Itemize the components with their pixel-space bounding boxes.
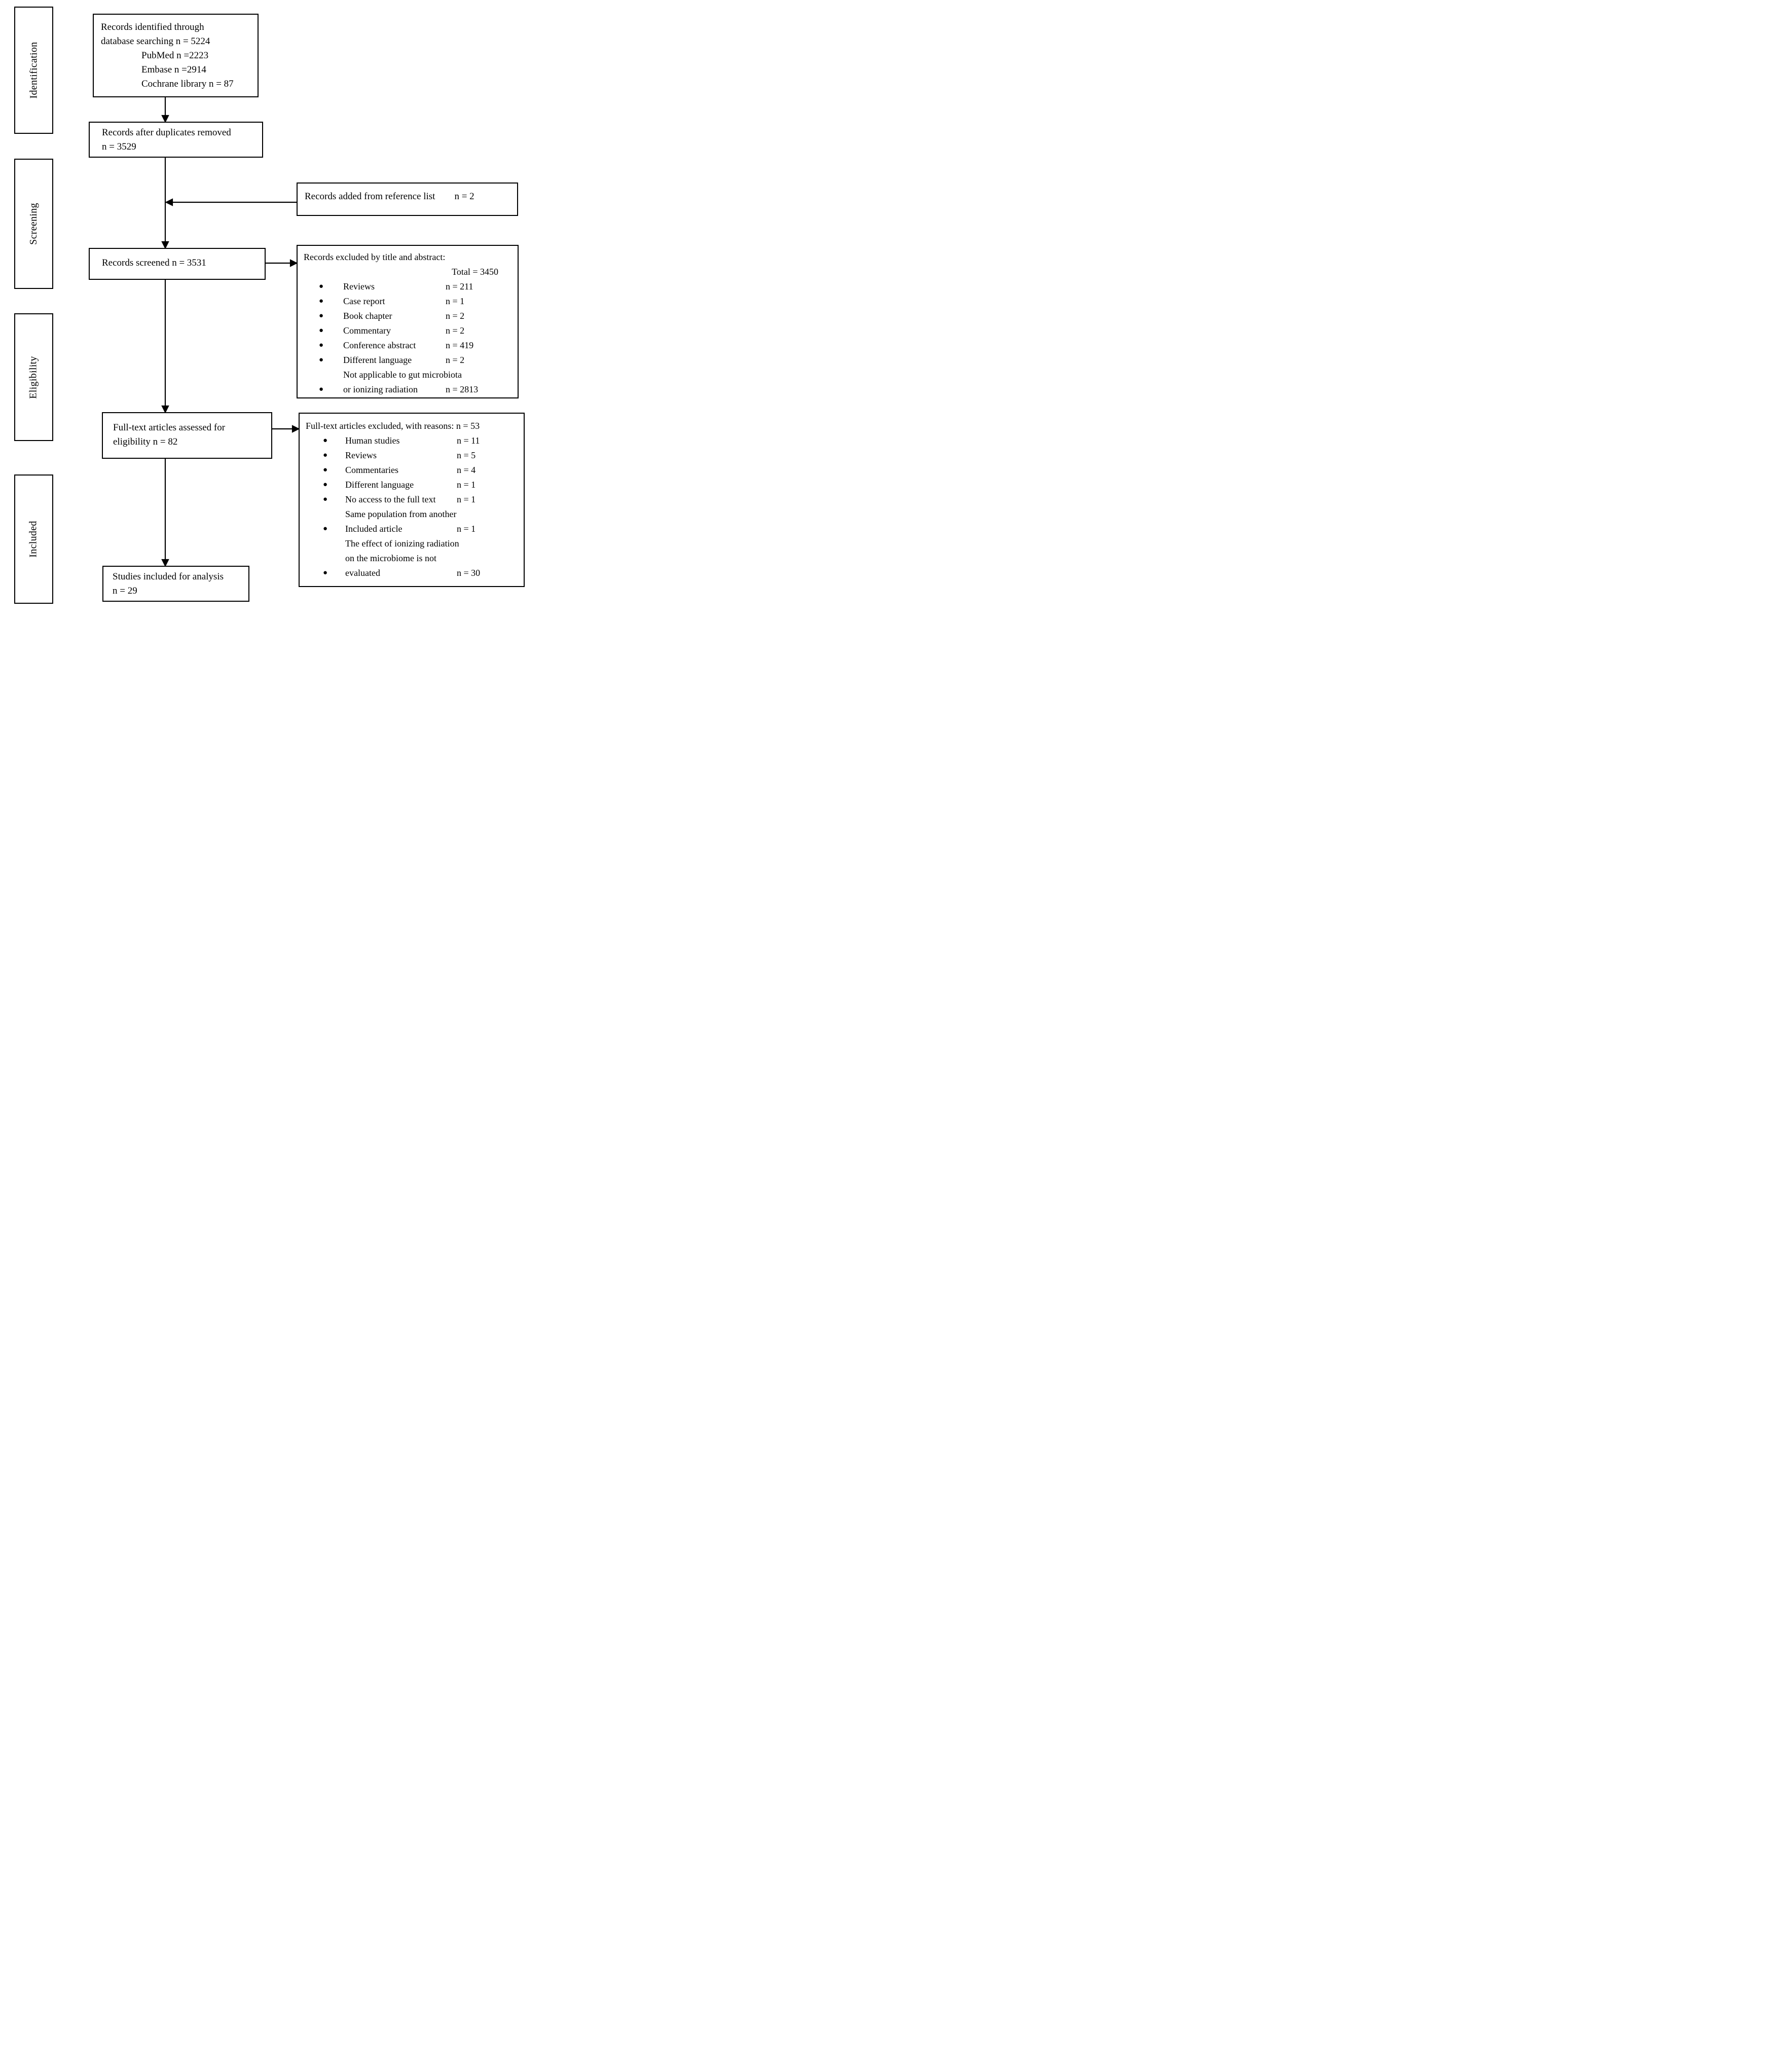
studies-included-box: Studies included for analysis n = 29 (102, 566, 249, 602)
bullet-icon: ● (323, 569, 328, 577)
bullet-icon: ● (323, 495, 328, 503)
arrowhead-excluded2 (291, 425, 300, 433)
item-value: n = 30 (457, 568, 481, 578)
item-value: n = 5 (457, 450, 476, 460)
records-identified-pubmed: PubMed n =2223 (141, 50, 209, 61)
arrowhead-included-studies (161, 559, 169, 567)
item-value: n = 2 (446, 355, 465, 365)
fulltext-line2: eligibility n = 82 (113, 436, 178, 447)
records-identified-cochrane: Cochrane library n = 87 (141, 79, 234, 89)
exclusion-item-row: ● Commentaries n = 4 (306, 463, 518, 478)
stage-label-text: Identification (28, 42, 39, 99)
item-label: Case report (343, 296, 385, 306)
arrowhead-duplicates (161, 115, 169, 123)
arrowhead-excluded1 (289, 259, 298, 267)
records-added-reference-box: Records added from reference list n = 2 (297, 182, 518, 216)
bullet-icon: ● (319, 312, 324, 320)
item-label: Conference abstract (343, 340, 416, 350)
stage-label-text: Included (28, 521, 39, 558)
exclusion-item-row: ● Case report n = 1 (304, 294, 511, 309)
item-label: No access to the full text (345, 494, 436, 504)
reference-count: n = 2 (454, 191, 474, 202)
item-label: Reviews (343, 281, 375, 291)
item-label: Different language (343, 355, 412, 365)
arrowhead-fulltext (161, 405, 169, 414)
item-value: n = 419 (446, 340, 474, 350)
reference-label: Records added from reference list (305, 191, 435, 202)
excluded-title-abstract-header: Records excluded by title and abstract: (304, 252, 446, 262)
item-value: n = 1 (457, 494, 476, 504)
item-value: n = 211 (446, 281, 473, 291)
exclusion-item-row: ● Different language n = 2 (304, 353, 511, 368)
bullet-icon: ● (323, 481, 328, 489)
exclusion-item-row: ● Conference abstract n = 419 (304, 338, 511, 353)
item-value: n = 2 (446, 311, 465, 321)
excluded-fulltext-box: Full-text articles excluded, with reason… (299, 413, 525, 587)
bullet-icon: ● (323, 436, 328, 445)
item-label: Book chapter (343, 311, 392, 321)
item-label: Commentaries (345, 465, 398, 475)
duplicates-count: n = 3529 (102, 141, 136, 152)
item-value: n = 2 (446, 325, 465, 336)
excluded-title-abstract-total: Total = 3450 (452, 267, 498, 277)
included-count: n = 29 (113, 586, 137, 596)
item-value: n = 4 (457, 465, 476, 475)
item-label: Human studies (345, 435, 400, 446)
item-value: n = 1 (457, 480, 476, 490)
records-identified-line2: database searching n = 5224 (101, 36, 210, 47)
stage-label-text: Eligibility (28, 355, 40, 399)
item-label: Reviews (345, 450, 377, 460)
bullet-icon: ● (323, 451, 328, 459)
item-value: n = 1 (457, 524, 476, 534)
records-identified-line1: Records identified through (101, 22, 204, 32)
stage-label-screening: Screening (14, 159, 53, 289)
bullet-icon: ● (319, 385, 324, 393)
bullet-icon: ● (323, 525, 328, 533)
exclusion-item-row: ● Book chapter n = 2 (304, 309, 511, 323)
bullet-icon: ● (319, 282, 324, 290)
screened-line1: Records screened n = 3531 (102, 258, 206, 268)
prisma-flow-diagram: Identification Screening Eligibility Inc… (0, 0, 537, 613)
item-value: n = 1 (446, 296, 465, 306)
bullet-icon: ● (323, 466, 328, 474)
exclusion-item-row: ● Different language n = 1 (306, 478, 518, 492)
exclusion-item-row: ● Reviews n = 5 (306, 448, 518, 463)
fulltext-line1: Full-text articles assessed for (113, 422, 226, 433)
stage-label-included: Included (14, 474, 53, 604)
arrowhead-screened (161, 241, 169, 249)
records-identified-box: Records identified through database sear… (93, 14, 259, 97)
item-value: n = 11 (457, 435, 480, 446)
bullet-icon: ● (319, 341, 324, 349)
bullet-icon: ● (319, 356, 324, 364)
exclusion-item-row: ● Reviews n = 211 (304, 279, 511, 294)
bullet-icon: ● (319, 326, 324, 335)
excluded-fulltext-list: ● Human studies n = 11 ● Reviews n = 5 ● Commen… (306, 433, 518, 580)
stage-label-eligibility: Eligibility (14, 313, 53, 441)
stage-label-identification: Identification (14, 7, 53, 134)
records-screened-box: Records screened n = 3531 (89, 248, 266, 280)
item-label: Commentary (343, 325, 391, 336)
exclusion-item-row: ● No access to the full text n = 1 (306, 492, 518, 507)
exclusion-item-row: ● Human studies n = 11 (306, 433, 518, 448)
records-after-duplicates-box: Records after duplicates removed n = 352… (89, 122, 263, 158)
excluded-title-abstract-list: ● Reviews n = 211 ● Case report n = 1 ● Book ch… (304, 279, 511, 397)
duplicates-line1: Records after duplicates removed (102, 127, 231, 138)
exclusion-item-row: ● Commentary n = 2 (304, 323, 511, 338)
fulltext-assessed-box: Full-text articles assessed for eligibil… (102, 412, 272, 459)
item-value: n = 2813 (446, 384, 479, 394)
stage-label-text: Screening (28, 203, 40, 245)
included-line1: Studies included for analysis (113, 571, 224, 582)
arrowhead-reference (165, 198, 173, 206)
records-identified-embase: Embase n =2914 (141, 64, 206, 75)
excluded-fulltext-header: Full-text articles excluded, with reason… (306, 421, 480, 431)
bullet-icon: ● (319, 297, 324, 305)
item-label: Different language (345, 480, 414, 490)
excluded-title-abstract-box: Records excluded by title and abstract: … (297, 245, 519, 398)
